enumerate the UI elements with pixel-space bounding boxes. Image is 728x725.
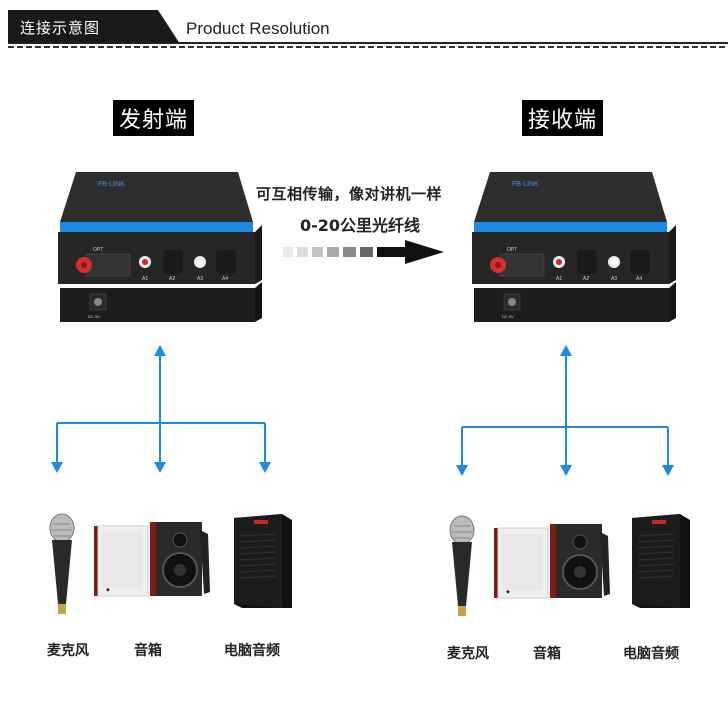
rx-caption-microphone: 麦克风 [447, 646, 489, 662]
description-line-2: 0-20公里光纤线 [300, 216, 421, 235]
rx-caption-computer-audio: 电脑音频 [623, 646, 679, 662]
tx-caption-microphone: 麦克风 [47, 643, 89, 659]
svg-text:A2: A2 [169, 276, 175, 282]
rx-connection-tree [456, 345, 674, 476]
svg-text:◆: ◆ [106, 587, 110, 593]
tx-computer-icon [234, 514, 292, 608]
svg-text:OPT: OPT [93, 247, 103, 253]
receiver-device: FB-LINK OPT A1 A2 A3 A4 DC 5V [472, 172, 676, 322]
svg-text:FB-LINK: FB-LINK [98, 181, 125, 188]
header-left-title: 连接示意图 [20, 19, 101, 37]
rx-caption-speaker: 音箱 [533, 646, 561, 662]
rx-computer-icon [632, 514, 690, 608]
tx-speaker-icon: ◆ [94, 522, 210, 597]
header-title-tab: 连接示意图 [8, 10, 180, 44]
svg-text:A3: A3 [197, 276, 203, 282]
svg-text:◆: ◆ [506, 589, 510, 595]
svg-text:A1: A1 [556, 276, 562, 282]
header-right-title: Product Resolution [186, 19, 330, 38]
svg-text:DC 5V: DC 5V [88, 314, 100, 319]
receiver-label: 接收端 [522, 100, 604, 136]
rx-microphone-icon [449, 515, 475, 616]
svg-text:A2: A2 [583, 276, 589, 282]
header-divider [8, 42, 728, 44]
svg-text:A1: A1 [142, 276, 148, 282]
header-tab-shape [8, 10, 180, 44]
diagram-panel [8, 48, 728, 725]
svg-text:A4: A4 [636, 276, 642, 282]
tx-microphone-icon [49, 513, 75, 614]
fiber-transmission-arrow [283, 240, 444, 264]
tx-caption-speaker: 音箱 [134, 643, 162, 659]
tx-connection-tree [51, 345, 271, 473]
svg-text:DC 5V: DC 5V [502, 314, 514, 319]
transmitter-device: FB-LINK OPT A1 A2 A3 A4 DC 5V [58, 172, 262, 322]
tx-caption-computer-audio: 电脑音频 [224, 643, 280, 659]
svg-text:OPT: OPT [507, 247, 517, 253]
svg-text:A3: A3 [611, 276, 617, 282]
description-line-1: 可互相传输，像对讲机一样 [256, 185, 443, 203]
svg-text:FB-LINK: FB-LINK [512, 181, 539, 188]
svg-text:A4: A4 [222, 276, 228, 282]
rx-speaker-icon: ◆ [494, 524, 610, 599]
transmitter-label: 发射端 [113, 100, 195, 136]
header-dashed-divider [8, 46, 728, 48]
